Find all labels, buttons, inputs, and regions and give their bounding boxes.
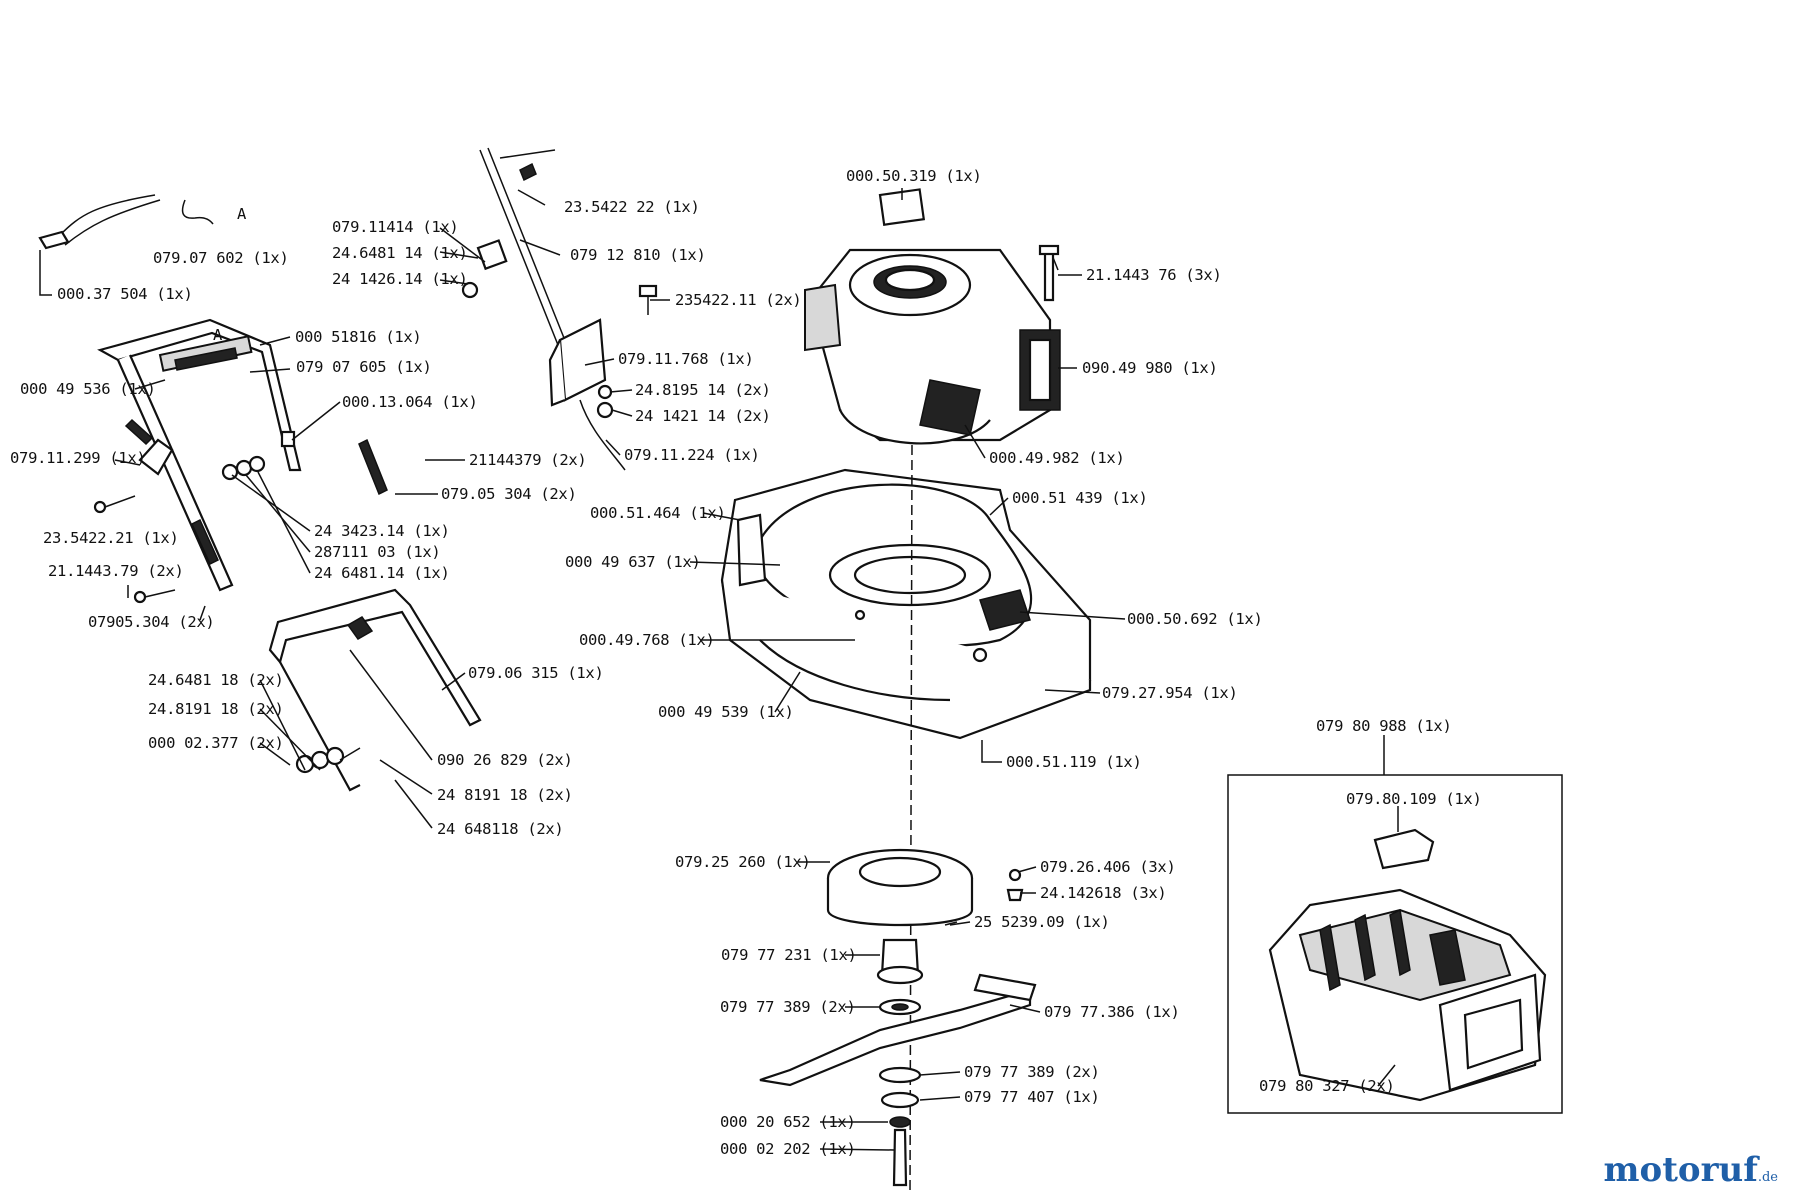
blade-assembly-drawing [759, 938, 1037, 1187]
part-label: 24.6481 14 (1x) [332, 244, 467, 262]
part-label: 079 77 231 (1x) [721, 946, 856, 964]
part-label: 21.1443 76 (3x) [1086, 266, 1221, 284]
part-label: 25 5239.09 (1x) [974, 913, 1109, 931]
part-label: 079 07 605 (1x) [296, 358, 431, 376]
part-label: 000 49 637 (1x) [565, 553, 700, 571]
part-label: 079.07 602 (1x) [153, 249, 288, 267]
part-label: 24 648118 (2x) [437, 820, 563, 838]
upper-handle-drawing [93, 318, 388, 604]
part-label: 079 12 810 (1x) [570, 246, 705, 264]
part-label: 24 1421 14 (2x) [635, 407, 770, 425]
part-label: 24 6481.14 (1x) [314, 564, 449, 582]
part-label: 000 51816 (1x) [295, 328, 421, 346]
part-label: 23.5422.21 (1x) [43, 529, 178, 547]
part-label: 079 77 407 (1x) [964, 1088, 1099, 1106]
part-label: 090.49 980 (1x) [1082, 359, 1217, 377]
leader-lines [39, 188, 1399, 1151]
part-label: 24.142618 (3x) [1040, 884, 1166, 902]
site-logo: motoruf.de [1604, 1150, 1778, 1190]
part-label: 079.11.768 (1x) [618, 350, 753, 368]
mower-deck-drawing [720, 468, 1092, 740]
cable-clamp-drawing [461, 147, 569, 351]
part-label: 079 77 389 (2x) [720, 998, 855, 1016]
part-label: 000.49.768 (1x) [579, 631, 714, 649]
engine-drawing [804, 188, 1061, 445]
part-label: 24 3423.14 (1x) [314, 522, 449, 540]
part-label: 24.8195 14 (2x) [635, 381, 770, 399]
part-label: 000.51.119 (1x) [1006, 753, 1141, 771]
part-label: 000.51.464 (1x) [590, 504, 725, 522]
flywheel-ring-drawing [826, 848, 1024, 927]
part-label: 23.5422 22 (1x) [564, 198, 699, 216]
engine-deck-axis [909, 444, 913, 1196]
part-label: 000.50.319 (1x) [846, 167, 981, 185]
cable-bracket-drawing [548, 284, 658, 471]
part-label: 21.1443.79 (2x) [48, 562, 183, 580]
part-label: 21144379 (2x) [469, 451, 586, 469]
part-label: 079.26.406 (3x) [1040, 858, 1175, 876]
part-label: 079 77 389 (2x) [964, 1063, 1099, 1081]
logo-tld: .de [1757, 1170, 1778, 1185]
part-label: 000.49.982 (1x) [989, 449, 1124, 467]
part-label: 24 1426.14 (1x) [332, 270, 467, 288]
part-label: 07905.304 (2x) [88, 613, 214, 631]
part-number-labels: 079.07 602 (1x) 000.37 504 (1x) 079.11414 … [10, 167, 1482, 1158]
part-label: 000.51 439 (1x) [1012, 489, 1147, 507]
part-label: 079.27.954 (1x) [1102, 684, 1237, 702]
part-label: 000.13.064 (1x) [342, 393, 477, 411]
part-label: 287111 03 (1x) [314, 543, 440, 561]
grass-catcher-inset [1227, 774, 1563, 1114]
callout-a-1: A [237, 205, 247, 223]
part-label: 000 02 202 (1x) [720, 1140, 855, 1158]
part-label: 079 77.386 (1x) [1044, 1003, 1179, 1021]
part-label: 000 49 536 (1x) [20, 380, 155, 398]
part-label: 24.6481 18 (2x) [148, 671, 283, 689]
part-label: 079.05 304 (2x) [441, 485, 576, 503]
part-label: 079.11.224 (1x) [624, 446, 759, 464]
part-label: 079.11414 (1x) [332, 218, 458, 236]
part-label: 000 02.377 (2x) [148, 734, 283, 752]
part-label: 079.25 260 (1x) [675, 853, 810, 871]
part-label: 24.8191 18 (2x) [148, 700, 283, 718]
part-label: 000.50.692 (1x) [1127, 610, 1262, 628]
part-label: 000.37 504 (1x) [57, 285, 192, 303]
part-label: 000 49 539 (1x) [658, 703, 793, 721]
part-label: 079.06 315 (1x) [468, 664, 603, 682]
part-label: 24 8191 18 (2x) [437, 786, 572, 804]
lower-handle-drawing [268, 588, 482, 792]
part-label: 079 80 988 (1x) [1316, 717, 1451, 735]
part-label: 090 26 829 (2x) [437, 751, 572, 769]
part-label: 079.80.109 (1x) [1346, 790, 1481, 808]
part-label: 079 80 327 (2x) [1259, 1077, 1394, 1095]
part-label: 000 20 652 (1x) [720, 1113, 855, 1131]
part-label: 079.11.299 (1x) [10, 449, 145, 467]
callout-a-2: A [213, 326, 223, 344]
part-label: 235422.11 (2x) [675, 291, 801, 309]
logo-text: motoruf [1603, 1150, 1758, 1190]
throttle-cable-drawing [38, 194, 214, 250]
